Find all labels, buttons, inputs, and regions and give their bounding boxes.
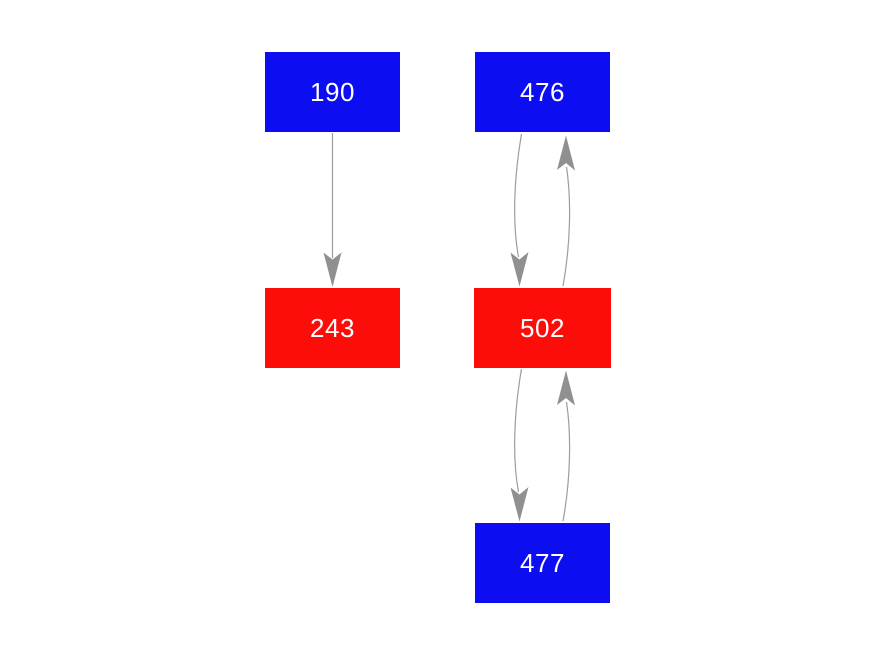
edge-477-502-arrowhead-icon [557,370,575,406]
node-190: 190 [265,52,400,132]
node-477: 477 [475,523,610,603]
edge-502-476-arrowhead-icon [557,135,575,171]
edge-502-477-arrowhead-icon [510,487,529,522]
edge-502-476 [557,135,575,287]
node-476-label: 476 [520,76,565,107]
edge-477-502 [557,370,575,522]
edge-502-477-line [514,368,523,493]
edge-476-502 [510,133,529,287]
edge-477-502-line [562,401,571,522]
edge-502-477 [510,368,529,522]
node-502: 502 [474,288,611,368]
node-243-label: 243 [310,312,355,343]
edge-502-476-line [562,166,571,287]
node-502-label: 502 [520,312,565,343]
node-476: 476 [475,52,610,132]
node-190-label: 190 [310,76,355,107]
edge-476-502-arrowhead-icon [510,252,529,287]
edge-190-243 [323,133,342,287]
node-477-label: 477 [520,547,565,578]
edge-476-502-line [514,133,523,258]
node-243: 243 [265,288,400,368]
edge-190-243-arrowhead-icon [323,252,342,287]
